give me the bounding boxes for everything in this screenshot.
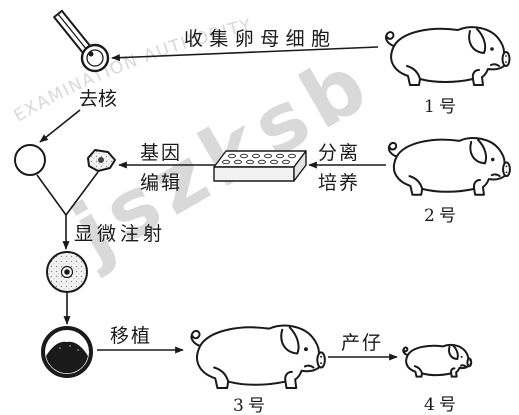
line-enucleated-to-junction bbox=[36, 174, 67, 216]
somatic-cell-nucleus bbox=[98, 157, 104, 163]
culture-plate-wells bbox=[222, 153, 296, 165]
label-give-birth: 产仔 bbox=[341, 332, 381, 354]
pig-3-label: 3号 bbox=[233, 396, 265, 415]
pig-4-label: 4号 bbox=[424, 395, 456, 415]
arrow-pig1-to-oocyte bbox=[111, 46, 379, 62]
pig-4 bbox=[402, 344, 472, 378]
oocyte bbox=[80, 43, 110, 73]
label-isolate-line1: 分离 bbox=[318, 142, 358, 164]
label-enucleate: 去核 bbox=[79, 88, 117, 110]
label-gene-edit-line1: 基因 bbox=[140, 142, 180, 164]
oocyte-nucleus bbox=[88, 51, 94, 57]
early-embryo bbox=[41, 326, 93, 378]
label-isolate-line2: 培养 bbox=[318, 172, 358, 194]
reconstructed-cell-nucleus bbox=[64, 269, 70, 275]
reconstructed-cell bbox=[46, 251, 88, 293]
label-gene-edit-line2: 编辑 bbox=[140, 172, 180, 194]
line-somatic-to-junction bbox=[65, 171, 99, 216]
enucleated-oocyte bbox=[14, 144, 46, 176]
pig-1 bbox=[384, 26, 511, 86]
pig-3 bbox=[190, 324, 326, 390]
pig-2-label: 2号 bbox=[424, 206, 456, 226]
pig-2 bbox=[387, 137, 511, 196]
micropipette bbox=[53, 9, 92, 55]
pig-1-label: 1号 bbox=[424, 97, 456, 117]
somatic-cell bbox=[87, 149, 116, 172]
arrow-oocyte-to-enucleated bbox=[39, 109, 81, 143]
culture-plate bbox=[213, 150, 307, 182]
label-transplant: 移植 bbox=[110, 325, 150, 347]
